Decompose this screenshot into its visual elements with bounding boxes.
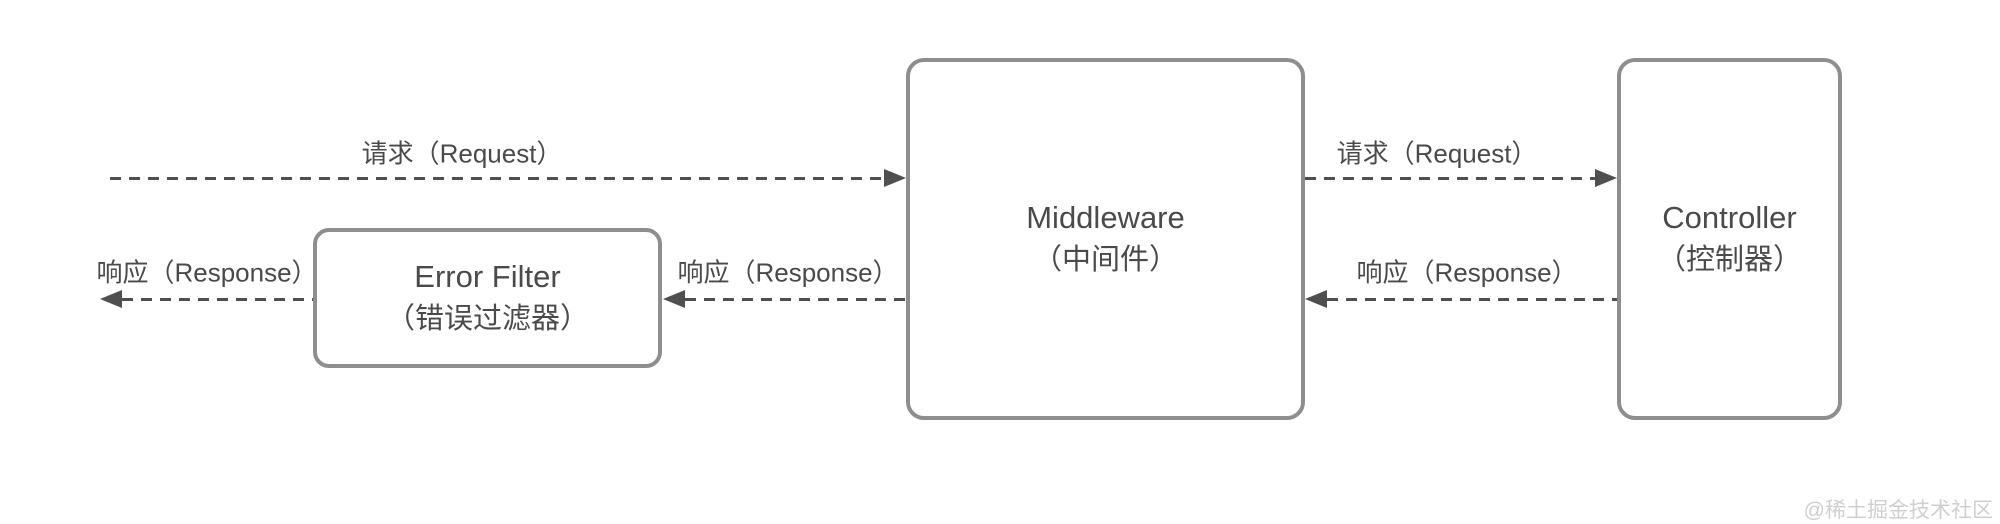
middleware-node: Middleware （中间件）: [906, 58, 1305, 420]
error-filter-subtitle: （错误过滤器）: [385, 303, 589, 335]
response-middle-label: 响应（Response）: [677, 257, 899, 288]
arrowhead-left-icon: [663, 290, 685, 308]
watermark-text: @稀土掘金技术社区: [1803, 499, 1993, 522]
request-right-dashed-line: [1305, 177, 1595, 180]
request-right-label: 请求（Request）: [1336, 138, 1538, 169]
response-left-label: 响应（Response）: [96, 257, 318, 288]
arrowhead-left-icon: [100, 290, 122, 308]
response-right-label: 响应（Response）: [1356, 257, 1578, 288]
arrowhead-right-icon: [1595, 169, 1617, 187]
controller-title: Controller: [1662, 200, 1797, 235]
controller-subtitle: （控制器）: [1656, 244, 1802, 276]
response-middle-dashed-line: [685, 298, 906, 301]
middleware-title: Middleware: [1026, 200, 1185, 235]
arrowhead-left-icon: [1305, 290, 1327, 308]
middleware-subtitle: （中间件）: [1032, 244, 1178, 276]
error-filter-node: Error Filter （错误过滤器）: [313, 228, 662, 368]
request-left-label: 请求（Request）: [361, 138, 563, 169]
response-right-dashed-line: [1327, 298, 1617, 301]
error-filter-title: Error Filter: [414, 259, 561, 294]
response-left-dashed-line: [122, 298, 313, 301]
controller-node: Controller （控制器）: [1617, 58, 1842, 420]
arrowhead-right-icon: [884, 169, 906, 187]
request-left-dashed-line: [110, 177, 884, 180]
